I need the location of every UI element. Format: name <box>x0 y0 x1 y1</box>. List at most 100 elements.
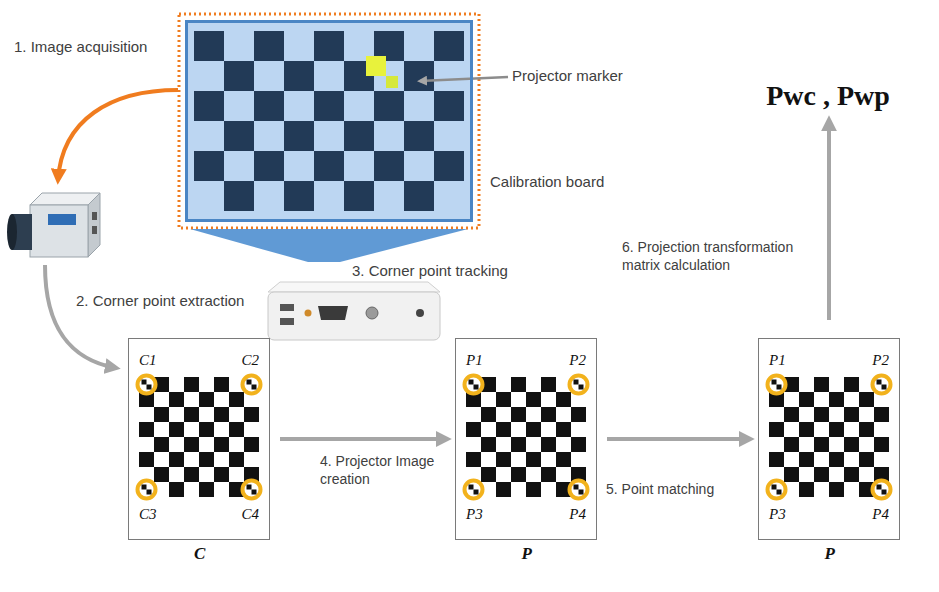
calibration-board-art <box>188 23 470 219</box>
checker-square <box>199 482 214 497</box>
checker-square <box>314 91 344 121</box>
usb-port <box>280 318 294 325</box>
checker-square <box>254 91 284 121</box>
corner-quadrant <box>474 490 479 495</box>
checker-square <box>556 467 571 482</box>
checker-square <box>829 392 844 407</box>
checker-square <box>224 91 254 121</box>
checker-square <box>344 121 374 151</box>
checker-square <box>814 377 829 392</box>
checker-square <box>496 467 511 482</box>
checker-square <box>344 91 374 121</box>
checker-square <box>184 377 199 392</box>
checker-square <box>829 467 844 482</box>
usb-port <box>280 304 294 311</box>
corner-ring <box>873 376 891 394</box>
checker-square <box>434 31 464 61</box>
checker-square <box>496 407 511 422</box>
checker-square <box>224 31 254 61</box>
checker-square <box>224 61 254 91</box>
corner-quadrant <box>579 385 584 390</box>
checker-square <box>829 482 844 497</box>
checker-square <box>214 467 229 482</box>
checker-square <box>511 437 526 452</box>
checker-square <box>541 392 556 407</box>
checker-square <box>829 377 844 392</box>
checker-square <box>184 422 199 437</box>
checker-square <box>466 407 481 422</box>
projector-marker-square <box>386 76 398 88</box>
checker-square <box>139 437 154 452</box>
checker-square <box>556 407 571 422</box>
corner-quadrant <box>469 380 474 385</box>
checker-square <box>784 452 799 467</box>
corner-ring <box>768 481 786 499</box>
checker-square <box>214 452 229 467</box>
checker-square <box>184 407 199 422</box>
checker-square <box>829 452 844 467</box>
checker-square <box>214 392 229 407</box>
corner-ring <box>465 481 483 499</box>
checker-square <box>511 452 526 467</box>
projector-body <box>268 292 440 340</box>
corner-label: P4 <box>569 505 586 523</box>
step-label: 6. Projection transformation matrix calc… <box>622 238 818 274</box>
checker-square <box>169 407 184 422</box>
checker-square <box>284 31 314 61</box>
checker-square <box>434 181 464 211</box>
checker-square <box>244 407 259 422</box>
checker-square <box>784 437 799 452</box>
projector-illustration <box>268 282 440 340</box>
checker-square <box>496 392 511 407</box>
corner-quadrant <box>777 385 782 390</box>
checker-square <box>814 422 829 437</box>
checker-square <box>229 452 244 467</box>
checker-square <box>466 437 481 452</box>
checker-square <box>571 422 586 437</box>
corner-marker <box>465 376 483 394</box>
checker-square <box>844 407 859 422</box>
image-panel: C1C2C3C4C <box>128 338 270 540</box>
checker-square <box>526 392 541 407</box>
checker-square <box>844 377 859 392</box>
checker-square <box>481 437 496 452</box>
checker-square <box>874 452 889 467</box>
checker-square <box>769 422 784 437</box>
corner-quadrant <box>877 485 882 490</box>
projection-beam <box>190 229 468 262</box>
checker-square <box>284 61 314 91</box>
checker-square <box>284 181 314 211</box>
checker-square <box>344 181 374 211</box>
process-arrow <box>607 437 750 441</box>
checker-square <box>224 181 254 211</box>
camera-side <box>88 193 100 257</box>
corner-marker <box>570 376 588 394</box>
checker-square <box>314 61 344 91</box>
checker-square <box>194 151 224 181</box>
checker-square <box>199 437 214 452</box>
checker-square <box>194 181 224 211</box>
corner-label: P2 <box>569 351 586 369</box>
checker-square <box>829 422 844 437</box>
checker-square <box>496 377 511 392</box>
projector-top <box>268 282 440 292</box>
camera-port <box>92 212 97 220</box>
checker-square <box>194 121 224 151</box>
checker-square <box>169 467 184 482</box>
corner-ring <box>243 481 261 499</box>
checker-square <box>374 91 404 121</box>
checker-square <box>481 392 496 407</box>
projector-marker-square <box>366 56 386 76</box>
checker-square <box>511 407 526 422</box>
checker-square <box>481 467 496 482</box>
corner-quadrant <box>574 380 579 385</box>
checker-square <box>481 422 496 437</box>
panel-caption: C <box>194 545 205 563</box>
checker-square <box>784 422 799 437</box>
checker-square <box>434 151 464 181</box>
checker-square <box>571 407 586 422</box>
checker-square <box>314 181 344 211</box>
checker-square <box>344 151 374 181</box>
checker-square <box>814 392 829 407</box>
